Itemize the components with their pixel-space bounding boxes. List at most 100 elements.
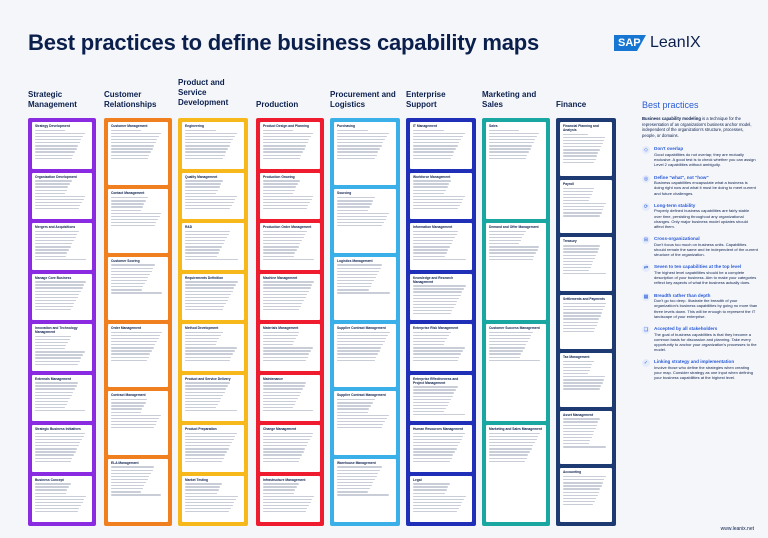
sub-capability-line bbox=[563, 388, 600, 390]
sub-capability-line bbox=[263, 236, 304, 239]
sub-capability-line bbox=[35, 345, 67, 347]
sub-capability-line bbox=[35, 338, 70, 341]
sub-capability-line bbox=[35, 448, 78, 450]
sub-capability-line bbox=[185, 492, 217, 494]
sub-capability-line bbox=[111, 129, 141, 132]
sub-capability-line bbox=[263, 489, 296, 491]
sub-capability-line bbox=[413, 492, 445, 494]
sub-capability-line bbox=[111, 356, 149, 358]
sub-capability-line bbox=[489, 438, 537, 441]
sub-capability-line bbox=[263, 391, 302, 393]
capability-card: Method Development bbox=[182, 324, 244, 371]
capability-card: Sourcing bbox=[334, 189, 396, 253]
capability-card: Contact Management bbox=[108, 189, 168, 253]
best-practices-intro: Business capability modeling is a techni… bbox=[642, 116, 758, 138]
sub-capability-line bbox=[337, 491, 369, 493]
sub-capability-line bbox=[563, 385, 602, 387]
sub-capability-line bbox=[185, 451, 227, 453]
sub-capability-line bbox=[413, 401, 450, 404]
sub-capability-line bbox=[35, 460, 71, 462]
sub-capability-line bbox=[413, 205, 461, 207]
sub-capability-line bbox=[489, 148, 531, 150]
sub-capability-line bbox=[413, 135, 463, 138]
sub-capability-line bbox=[185, 454, 226, 456]
best-practice-heading: Seven to ten capabilities at the top lev… bbox=[654, 264, 742, 270]
sub-capability-line bbox=[337, 142, 384, 144]
sub-capability-line bbox=[185, 448, 229, 450]
sub-capability-line bbox=[563, 263, 592, 266]
sub-capability-line bbox=[413, 435, 464, 438]
sub-capability-line bbox=[35, 230, 79, 233]
sub-capability-line bbox=[413, 504, 461, 507]
sub-capability-line bbox=[263, 359, 307, 361]
sub-capability-line bbox=[413, 404, 448, 407]
sub-capability-line bbox=[263, 435, 312, 438]
sub-capability-line bbox=[413, 208, 459, 210]
sub-capability-line bbox=[185, 391, 225, 393]
capability-card: Human Resources Management bbox=[410, 425, 472, 472]
sub-capability-line bbox=[413, 246, 450, 248]
best-practices-title: Best practices bbox=[642, 100, 699, 110]
capability-card-title: Mergers and Acquisitions bbox=[35, 225, 76, 229]
sub-capability-line bbox=[111, 267, 154, 269]
sub-capability-line bbox=[35, 148, 77, 150]
capability-card: Treasury bbox=[560, 237, 612, 292]
sub-capability-line bbox=[185, 445, 231, 447]
sub-capability-line bbox=[185, 309, 223, 311]
sub-capability-line bbox=[413, 252, 447, 254]
sub-capability-line bbox=[185, 129, 216, 132]
sub-capability-line bbox=[185, 192, 217, 194]
sub-capability-line bbox=[35, 457, 73, 459]
sub-capability-line bbox=[337, 481, 374, 484]
sub-capability-line bbox=[337, 466, 382, 468]
sub-capability-line bbox=[35, 492, 66, 494]
sub-capability-line bbox=[35, 287, 83, 289]
sub-capability-line bbox=[35, 407, 66, 409]
sub-capability-line bbox=[413, 398, 452, 400]
sub-capability-line bbox=[185, 142, 232, 144]
sub-capability-line bbox=[337, 408, 370, 410]
sub-capability-line bbox=[185, 486, 221, 488]
sub-capability-line bbox=[35, 445, 79, 447]
sub-capability-line bbox=[413, 451, 455, 453]
sub-capability-line bbox=[563, 254, 597, 256]
sub-capability-line bbox=[111, 215, 160, 217]
sub-capability-line bbox=[337, 485, 372, 487]
capability-card-title: Supplier Contract Management bbox=[337, 393, 386, 398]
sub-capability-line bbox=[111, 264, 155, 266]
sub-capability-line bbox=[563, 366, 592, 369]
capability-card: Settlements and Payments bbox=[560, 295, 612, 349]
sub-capability-line bbox=[337, 292, 390, 294]
capability-card-title: Sales bbox=[489, 124, 498, 128]
capability-card-title: Strategic Business Initiatives bbox=[35, 427, 81, 431]
sub-capability-line bbox=[185, 252, 219, 254]
sub-capability-line bbox=[489, 243, 520, 245]
sub-capability-line bbox=[413, 249, 449, 251]
sub-capability-line bbox=[111, 221, 157, 224]
sub-capability-line bbox=[263, 400, 297, 403]
sub-capability-line bbox=[489, 233, 525, 236]
sub-capability-line bbox=[337, 264, 383, 266]
sub-capability-line bbox=[111, 472, 151, 474]
column-title: Enterprise Support bbox=[406, 90, 446, 109]
sub-capability-line bbox=[111, 292, 162, 294]
sub-capability-line bbox=[185, 359, 230, 361]
sub-capability-line bbox=[111, 469, 153, 471]
sub-capability-line bbox=[489, 445, 534, 447]
capability-card: Customer Success Management bbox=[486, 324, 546, 421]
capability-card-title: Organization Development bbox=[35, 174, 77, 179]
capability-card: Marketing and Sales Management bbox=[486, 425, 546, 522]
sub-capability-line bbox=[413, 233, 457, 236]
best-practice-text: Don't focus too much on business units. … bbox=[654, 241, 758, 258]
sub-capability-line bbox=[263, 230, 307, 233]
sub-capability-line bbox=[563, 273, 607, 275]
sub-capability-line bbox=[413, 414, 466, 416]
sub-capability-line bbox=[563, 379, 604, 381]
sub-capability-line bbox=[185, 139, 234, 141]
sub-capability-line bbox=[185, 432, 238, 435]
sub-capability-line bbox=[337, 286, 371, 288]
best-practice-heading: Cross-organizational bbox=[654, 236, 700, 242]
